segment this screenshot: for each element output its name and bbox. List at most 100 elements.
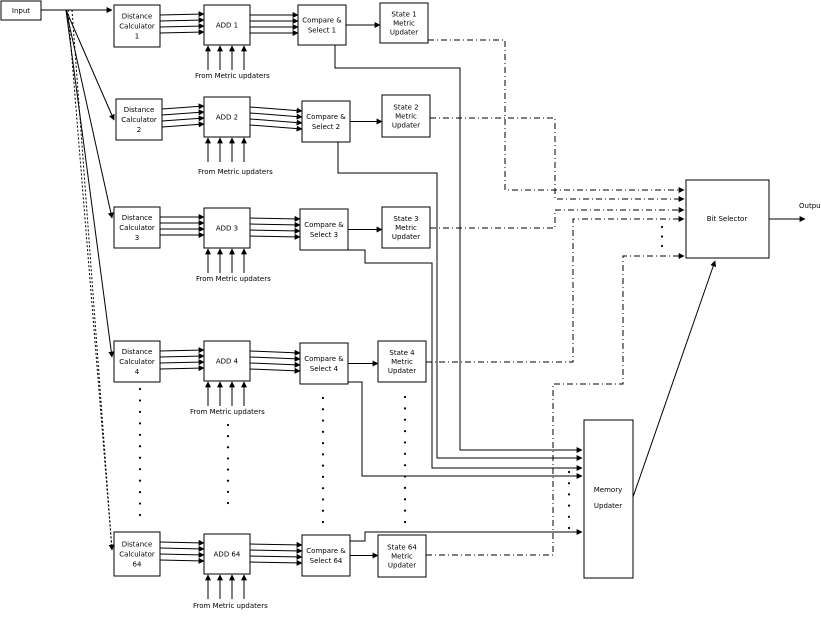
row-3-compare-select-label-line1: Compare & — [304, 221, 344, 229]
row-3-add-to-cs-arrow-3 — [249, 227, 301, 234]
row-5-distance-calculator-label-line2: Calculator — [119, 551, 155, 559]
dot-col-3-10 — [321, 498, 325, 501]
row-2-add-to-cs-arrow-3 — [249, 118, 303, 126]
row-5-add-to-cs-arrow-4 — [249, 559, 303, 566]
dot-col-1-12 — [138, 513, 142, 517]
dot-col-1-7 — [138, 456, 142, 459]
dot-col-1-10 — [138, 490, 142, 494]
row-4-from-metric-label: From Metric updaters — [190, 408, 265, 416]
dot-col-4-12 — [403, 520, 407, 524]
row-4-distance-calculator-label-line3: 4 — [135, 368, 140, 376]
row-4-compare-select: Compare &Select 4 — [299, 342, 349, 385]
row-5-compare-select-rect — [301, 534, 351, 577]
dot-col-3-5 — [321, 441, 325, 445]
dot-col-4-9 — [403, 486, 407, 490]
row-3-state-metric-updater-rect — [381, 206, 431, 249]
row-4-add-label-line1: ADD 4 — [216, 358, 239, 366]
row-2-dc-to-add-arrow-4 — [161, 121, 205, 128]
row-1-distance-calculator-label-line3: 1 — [135, 33, 139, 41]
row-5-dc-to-add-arrow-4 — [159, 557, 205, 564]
row-1-distance-calculator-label-line1: Distance — [122, 13, 153, 21]
row-5-add: ADD 64 — [203, 533, 251, 575]
row-2-dc-to-add-arrow-1 — [161, 103, 205, 110]
dot-col-4-11 — [403, 509, 407, 512]
row-2-add-to-cs-arrow-1 — [249, 106, 303, 114]
row-4-dc-to-add-arrow-4 — [159, 365, 205, 372]
row-2-add-rect — [203, 96, 251, 138]
row-1-distance-calculator-label-line2: Calculator — [119, 23, 155, 31]
dot-col-4-4 — [403, 429, 407, 433]
dot-col-1-4 — [138, 422, 142, 425]
dot-col-6-1 — [660, 225, 664, 229]
row-5-state-metric-updater-rect — [377, 534, 427, 578]
dot-col-2-5 — [226, 468, 230, 471]
dot-col-3-11 — [321, 509, 325, 512]
row-3-distance-calculator-label-line2: Calculator — [119, 224, 155, 232]
row-2-distance-calculator-label-line2: Calculator — [121, 116, 157, 124]
row-5-add-to-cs-arrow-3 — [249, 553, 303, 560]
row-5-compare-select: Compare &Select 64 — [301, 534, 351, 577]
row-2-state-metric-updater-rect — [381, 94, 431, 138]
row-5-add-to-cs-arrow-1 — [249, 541, 303, 548]
row-3-compare-select-label-line2: Select 3 — [310, 231, 338, 239]
state3-to-bitselector-arrow — [430, 207, 685, 229]
dot-col-2-6 — [226, 479, 230, 482]
row-2-dc-to-add-arrow-3 — [161, 115, 205, 122]
row-2-state-metric-updater-label-line1: State 2 — [393, 104, 418, 112]
dot-col-1-5 — [138, 433, 142, 436]
dot-col-4-1 — [403, 395, 407, 399]
dot-col-3-8 — [321, 475, 325, 479]
row-3-add: ADD 3 — [203, 207, 251, 249]
dot-col-1-11 — [138, 502, 142, 505]
row-5-distance-calculator-label-line1: Distance — [122, 541, 153, 549]
dot-col-5-2 — [567, 482, 571, 485]
row-5-from-metric-label: From Metric updaters — [193, 602, 268, 610]
dot-col-3-6 — [321, 453, 325, 456]
row-1-state-metric-updater-label-line3: Updater — [390, 29, 418, 37]
output-label-group: Output — [799, 202, 821, 210]
cs1-to-memory-arrow — [334, 45, 583, 453]
dot-col-2-3 — [226, 446, 230, 449]
row-2-distance-calculator-label-line1: Distance — [124, 106, 155, 114]
row-5-state-metric-updater-label-line2: Metric — [391, 553, 413, 561]
row-2-add-to-cs-arrow-4 — [249, 124, 303, 132]
input-block: Input — [0, 0, 42, 21]
row-4-add-to-cs-arrow-1 — [249, 349, 301, 356]
row-3-from-metric-label: From Metric updaters — [196, 275, 271, 283]
row-2-state-metric-updater-label-line3: Updater — [392, 122, 420, 130]
dot-col-1-8 — [138, 468, 142, 471]
row-1-compare-select-label-line2: Select 1 — [308, 27, 336, 35]
row-3-compare-select-rect — [299, 208, 349, 251]
dot-col-5-4 — [567, 504, 571, 507]
dot-col-2-1 — [226, 423, 230, 427]
dot-col-6-2 — [660, 235, 664, 238]
row-4-distance-calculator-label-line2: Calculator — [119, 358, 155, 366]
row-1-state-metric-updater-rect — [379, 2, 429, 44]
memory-updater-label-line1: Memory — [594, 486, 622, 494]
dot-col-3-3 — [321, 419, 325, 422]
dot-col-3-4 — [321, 430, 325, 433]
dot-col-4-2 — [403, 407, 407, 410]
dot-col-1-1 — [138, 387, 142, 391]
row-2-distance-calculator-label-line3: 2 — [137, 126, 141, 134]
bit-selector-block: Bit Selector — [685, 179, 770, 259]
dot-col-3-7 — [321, 464, 325, 467]
row-1-dc-to-add-arrow-1 — [159, 11, 205, 18]
row-4-compare-select-label-line2: Select 4 — [310, 365, 339, 373]
row-1-state-metric-updater-label-line2: Metric — [393, 20, 415, 28]
row-2-from-metric-label: From Metric updaters — [198, 168, 273, 176]
dot-col-2-8 — [226, 501, 230, 505]
dot-col-2-4 — [226, 457, 230, 460]
row-4-add-to-cs-arrow-3 — [249, 361, 301, 368]
dot-col-3-2 — [321, 408, 325, 411]
row-1-dc-to-add-arrow-4 — [159, 29, 205, 36]
dot-col-3-12 — [321, 520, 325, 524]
row-1-distance-calculator-rect — [113, 4, 161, 48]
